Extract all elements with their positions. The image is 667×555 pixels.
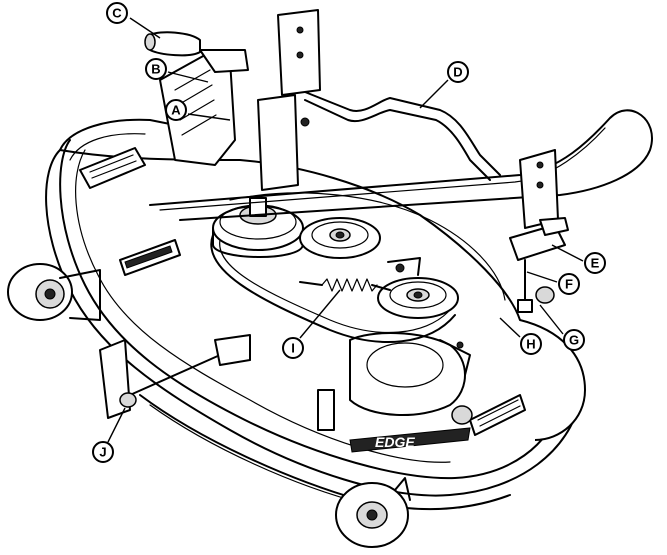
callout-i: I xyxy=(282,289,341,359)
right-lift-bracket xyxy=(509,149,569,313)
callout-c-label: C xyxy=(112,6,122,21)
edge-logo: EDGE xyxy=(349,427,471,453)
callout-j-label: J xyxy=(99,445,106,460)
callout-g: G xyxy=(539,304,585,351)
callout-e-label: E xyxy=(591,256,600,271)
warning-decal-right xyxy=(469,394,526,436)
tension-spring xyxy=(299,278,391,292)
rear-gauge-wheel xyxy=(335,477,411,548)
callout-e: E xyxy=(551,244,606,274)
left-lift-bracket xyxy=(144,9,321,191)
front-link-rod xyxy=(99,334,251,419)
callout-d: D xyxy=(419,61,469,109)
callout-j: J xyxy=(92,407,126,463)
callout-a-label: A xyxy=(171,103,181,118)
warning-decal-center xyxy=(119,239,181,276)
callout-g-label: G xyxy=(569,333,579,348)
edge-logo-text: EDGE xyxy=(375,434,415,450)
callout-f-label: F xyxy=(565,277,573,292)
callout-h: H xyxy=(499,317,542,355)
deck-shell xyxy=(45,118,582,511)
callout-i-label: I xyxy=(291,341,295,356)
drive-belt xyxy=(210,234,456,343)
callout-b-label: B xyxy=(151,62,160,77)
right-pulley xyxy=(377,277,459,319)
callout-c: C xyxy=(106,2,161,39)
misc-hardware xyxy=(317,257,473,431)
warning-decal-left xyxy=(79,147,146,189)
callouts: C B A D E F G xyxy=(92,2,606,463)
left-gauge-wheel xyxy=(7,263,101,321)
lift-arm-d xyxy=(149,89,653,221)
callout-d-label: D xyxy=(453,65,462,80)
callout-a: A xyxy=(165,99,231,121)
callout-h-label: H xyxy=(526,337,535,352)
callout-f: F xyxy=(526,271,580,295)
callout-b: B xyxy=(145,58,209,83)
idler-pulley xyxy=(299,217,381,259)
